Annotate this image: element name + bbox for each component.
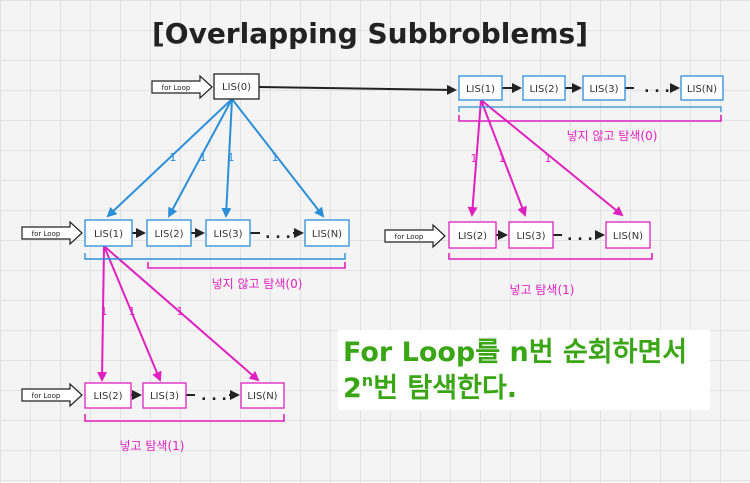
node-label: LIS(N) xyxy=(312,229,342,240)
node-root: LIS(0) xyxy=(213,73,260,100)
edge-weight-label: 1 xyxy=(545,152,552,165)
brace-label: 넣고 탐색(1) xyxy=(120,439,185,453)
node-t2: LIS(2) xyxy=(522,75,566,101)
node-label: LIS(N) xyxy=(613,231,643,242)
node-label: LIS(2) xyxy=(529,84,558,95)
for-loop-arrow-bottom: for Loop xyxy=(21,382,83,408)
edge-root-to-m2 xyxy=(168,98,233,218)
highlight-line-2-suffix: 번 탐색한다. xyxy=(373,373,517,404)
for-loop-arrow-mid-right: for Loop xyxy=(384,223,446,249)
edge-t1-to-r3 xyxy=(480,99,527,217)
brace-label: 넣지 않고 탐색(0) xyxy=(567,129,658,143)
node-label: LIS(N) xyxy=(687,84,717,95)
brace-right-bottom: 넣고 탐색(1) xyxy=(448,253,653,297)
node-label: LIS(3) xyxy=(589,84,618,95)
edge-weight-label: 1 xyxy=(170,151,177,164)
brace-left-bottom: 넣고 탐색(1) xyxy=(84,414,285,453)
node-m3: LIS(3) xyxy=(205,219,251,247)
edge-root-to-t1 xyxy=(258,84,457,95)
brace-label: 넣고 탐색(1) xyxy=(510,283,575,297)
highlight-box: For Loop를 n번 순회하면서 2n번 탐색한다. xyxy=(338,330,710,410)
edge-weight-label: 1 xyxy=(499,152,506,165)
for-loop-label: for Loop xyxy=(32,230,61,238)
node-t1: LIS(1) xyxy=(458,75,503,101)
node-r3: LIS(3) xyxy=(508,221,554,249)
node-label: LIS(3) xyxy=(213,229,242,240)
node-m1: LIS(1) xyxy=(84,219,133,247)
highlight-line-2: 2n번 탐색한다. xyxy=(343,371,517,404)
chain-ellipsis: . . . xyxy=(265,226,291,242)
chain-ellipsis: . . . xyxy=(201,388,227,404)
node-b2: LIS(2) xyxy=(84,382,132,409)
edge-m1-to-b2 xyxy=(97,245,108,382)
edge-weight-label: 1 xyxy=(200,151,207,164)
edge-root-to-mn xyxy=(231,98,325,218)
node-bn: LIS(N) xyxy=(240,382,285,409)
node-b3: LIS(3) xyxy=(142,382,187,409)
edge-t1-to-rn xyxy=(480,99,624,217)
for-loop-label: for Loop xyxy=(395,233,424,241)
edge-root-to-m3 xyxy=(221,98,233,218)
for-loop-label: for Loop xyxy=(32,392,61,400)
node-label: LIS(2) xyxy=(93,391,122,402)
brace-label: 넣지 않고 탐색(0) xyxy=(212,277,303,291)
for-loop-arrow-mid-left: for Loop xyxy=(21,220,83,246)
node-mn: LIS(N) xyxy=(304,219,350,247)
highlight-line-2-prefix: 2 xyxy=(343,373,362,404)
brace-right-top: 넣지 않고 탐색(0) xyxy=(458,106,722,143)
node-label: LIS(1) xyxy=(466,84,495,95)
for-loop-arrow-root: for Loop xyxy=(151,74,213,100)
edge-root-to-m1 xyxy=(106,98,233,218)
node-rn: LIS(N) xyxy=(605,221,651,249)
edge-m1-to-bn xyxy=(103,245,260,382)
edge-weight-label: 1 xyxy=(228,151,235,164)
node-label: LIS(N) xyxy=(247,391,277,402)
brace-left-mid: 넣지 않고 탐색(0) xyxy=(84,253,346,291)
node-t3: LIS(3) xyxy=(582,75,626,101)
node-label: LIS(3) xyxy=(150,391,179,402)
node-tn: LIS(N) xyxy=(680,75,724,101)
edge-weight-label: 1 xyxy=(101,305,108,318)
page-title: [Overlapping Subbroblems] xyxy=(152,17,588,50)
edge-t1-to-r2 xyxy=(467,99,482,217)
node-label: LIS(0) xyxy=(222,82,251,93)
highlight-line-2-superscript: n xyxy=(362,371,373,390)
chain-ellipsis: . . . xyxy=(644,80,670,96)
node-r2: LIS(2) xyxy=(448,221,497,249)
highlight-background xyxy=(338,330,710,410)
node-label: LIS(1) xyxy=(94,229,123,240)
edge-weight-label: 1 xyxy=(272,151,279,164)
edge-weight-label: 1 xyxy=(129,305,136,318)
node-label: LIS(2) xyxy=(154,229,183,240)
highlight-line-1: For Loop를 n번 순회하면서 xyxy=(343,337,687,368)
chain-ellipsis: . . . xyxy=(567,228,593,244)
node-label: LIS(2) xyxy=(458,231,487,242)
node-m2: LIS(2) xyxy=(146,219,192,247)
edge-m1-to-b3 xyxy=(103,245,162,382)
edge-weight-label: 1 xyxy=(471,152,478,165)
edge-weight-label: 1 xyxy=(177,305,184,318)
for-loop-label: for Loop xyxy=(162,84,191,92)
node-label: LIS(3) xyxy=(516,231,545,242)
